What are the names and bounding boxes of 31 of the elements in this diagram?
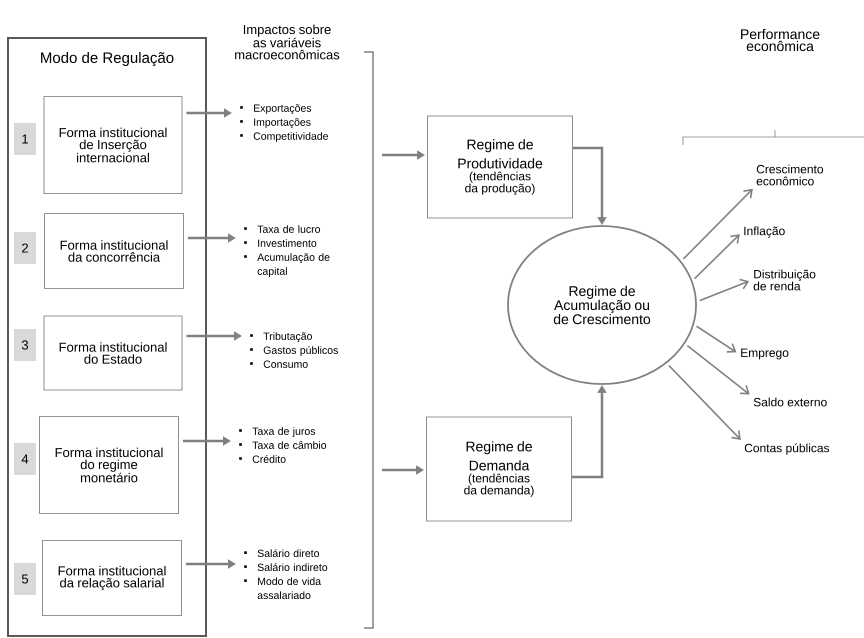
- bullet-list: Taxa de lucro Investimento Acumulação de capital: [244, 225, 330, 277]
- arrow: [694, 234, 740, 280]
- arrow: [668, 364, 741, 440]
- process-box: Forma institucional da relação salarial: [42, 540, 182, 616]
- number-badge: 2: [14, 232, 36, 264]
- process-box: Regime de Produtividade (tendências da produção): [427, 116, 573, 218]
- outcome-text: Emprego: [741, 348, 788, 360]
- process-box: Forma institucional de Inserção internacional: [44, 96, 182, 194]
- arrow: [686, 344, 750, 395]
- process-box: Forma institucional do Estado: [44, 316, 182, 390]
- bullet-list: Salário direto Salário indireto Modo de vida assalariado: [244, 549, 328, 600]
- bullet-list: Taxa de juros Taxa de câmbio Crédito: [239, 427, 326, 463]
- process-box: Forma institucional da concorrência: [44, 213, 184, 289]
- arrow: [682, 188, 753, 260]
- outcome-text: Saldo externo: [754, 398, 827, 406]
- process-box: Regime de Demanda (tendências da demanda): [426, 416, 572, 522]
- number-badge: 5: [14, 563, 36, 595]
- bullet-list: Tributação Gastos públicos Consumo: [250, 332, 338, 368]
- outcome-text: Contas públicas: [744, 443, 830, 455]
- arrow: [699, 278, 750, 302]
- outcome-text: Crescimento econômico: [756, 164, 824, 186]
- bullet-list: Exportações Importações Competitividade: [240, 104, 328, 142]
- outcome-text: Distribuição de renda: [754, 270, 816, 290]
- number-badge: 3: [14, 329, 36, 361]
- number-badge: 4: [14, 443, 36, 475]
- heading: Performance econômica: [741, 28, 820, 52]
- arrow: [696, 326, 736, 353]
- heading: Impactos sobre as variáveis macroeconômicas: [235, 24, 340, 60]
- number-badge: 1: [14, 123, 36, 155]
- outcome-text: Inflação: [744, 226, 785, 238]
- process-box: Forma institucional do regime monetário: [39, 416, 179, 514]
